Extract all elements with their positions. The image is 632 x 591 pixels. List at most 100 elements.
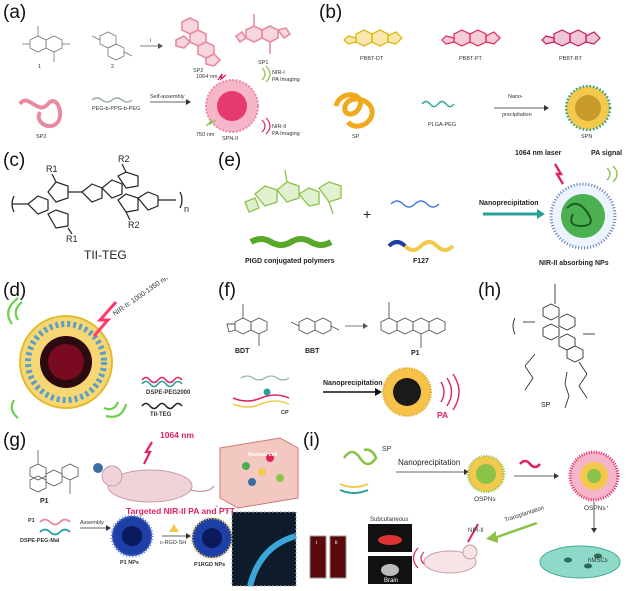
panel-label: (a) [3,2,27,23]
cp-chain-yellow [232,400,290,408]
label-1064nm: 1064 nm [160,430,195,440]
label-nanoprecipitation: Nanoprecipitation [479,200,539,207]
label-precipitation: precipitation [502,112,532,118]
label-pbbt-pt: PBBT-PT [459,56,482,62]
panel-c: (c) R1 R1 R2 R2 n TII-TEG [0,148,215,278]
panel-c-graphic [11,163,183,235]
label-assembly: Assembly [80,520,104,526]
amphiphile-chain [240,375,290,381]
panel-g: (g) 1064 nm P1 [0,428,300,591]
label-bbt: BBT [305,348,320,355]
sp-polymer-coil [333,92,375,129]
label-nir-ii-nps: NIR-II absorbing NPs [539,260,609,267]
label-i: i [150,38,152,44]
label-peg: PEG-b-PPG-b-PEG [92,106,141,112]
label-r2-top: R2 [118,154,130,164]
label-sp2-coil: SP2 [36,134,47,140]
pa-wave [440,373,460,411]
pbbt-pt-structure [441,29,501,47]
plga-peg-chain [421,100,455,108]
tii-teg-structure [11,163,183,235]
panel-d: (d) NIR-II: 1000-1350 nm DSPE-PEG2000 TI… [0,278,215,428]
panel-label: (d) [3,280,27,301]
laser-bolt [553,163,565,185]
panel-b: (b) PBBT-DT PBBT-PT PBBT-BT SP PLGA-PEG [316,0,632,148]
label-ospns: OSPNs [474,496,496,503]
label-pa1: PA Imaging [272,77,300,83]
label-tii-teg: TII-TEG [150,412,172,418]
polymer-chain-teal [339,489,369,494]
label-750nm: 750 nm [196,132,215,138]
panel-label: (e) [218,150,242,171]
label-1: 1 [38,64,42,70]
sp1-structure [234,14,292,54]
crgd-triangle-icon [169,524,179,532]
excitation-bolt-1064 [217,73,227,81]
cell-inset-frame [231,511,297,587]
label-cp: CP [281,410,289,416]
panel-h: (h) SP [475,278,632,428]
dspe-peg-mal-wave [39,528,71,536]
label-crgd: c-RGD-SH [160,540,187,546]
label-1064nm: 1064 nm [196,74,218,80]
label-f127: F127 [413,258,429,265]
nir-ii-laser [467,523,479,543]
label-vial-i: i [316,540,318,546]
label-plga-peg: PLGA-PEG [428,122,457,128]
sp2-polymer-coil [18,98,63,129]
label-ospns-plus: OSPNs⁺ [584,505,610,512]
sp2-structure [175,17,222,67]
panel-label: (h) [478,280,502,301]
label-brain: Brain [384,578,399,584]
f127-chain [390,200,440,208]
label-sp: SP [352,134,360,140]
label-self-assembly: Self-assembly [150,94,185,100]
label-p1: P1 [40,498,49,505]
label-laser: 1064 nm laser [515,150,562,157]
panel-a-graphic [18,14,292,135]
dspe-peg-legend-wave [141,376,183,384]
monomer-1-structure [22,26,70,62]
panel-f: (f) BDT BBT P1 Na [215,278,475,428]
peg-ppg-peg-chain [91,97,133,103]
label-subcutaneous: Subcutaneous [370,517,409,523]
pa-wave-bottom-right [103,401,128,418]
label-sp: SP [541,402,551,409]
pbbt-bt-structure [541,29,601,47]
monomer-2-structure [91,31,133,61]
nir-bolt [92,301,118,337]
panel-e: (e) 1064 nm laser PA signal + Nanoprecip… [215,148,632,278]
ligand-chain [519,459,541,469]
panel-g-graphic [29,437,299,587]
label-nano: Nano- [508,94,523,100]
pigd-structure [244,169,342,215]
label-n: n [184,204,190,214]
pa-wave-bottom-left [10,399,19,419]
sp-structure [512,284,595,409]
label-targeted: Targeted NIR-II PA and PTT [126,506,235,516]
nanoparticle-corona [25,321,107,403]
tii-teg-legend-wave [141,402,183,410]
label-normal-cell: Normal cell [248,452,278,458]
label-nir1: NIR-I [272,70,285,76]
panel-h-graphic [512,284,595,409]
probe-icon [93,463,103,473]
panel-e-graphic [244,163,618,252]
vial-ii [329,535,347,579]
label-bdt: BDT [235,348,250,355]
mouse-illustration [423,550,477,574]
label-pigd: PIGD conjugated polymers [245,258,335,265]
pa-wave-top-left [7,297,23,325]
label-pa2: PA Imaging [272,131,300,137]
vial-i [309,535,327,579]
panel-label: (f) [218,280,236,301]
label-sp: SP [382,446,392,453]
label-r2-bottom: R2 [128,220,140,230]
label-dspe-peg-mal: DSPE-PEG-Mal [20,538,60,544]
panel-i: (i) SP Nanoprecipitation OSP [300,428,632,591]
cp-chain-red [232,394,290,402]
label-p1-nps: P1 NPs [120,560,139,566]
bbt-structure [290,317,340,335]
mouse-illustration [107,469,193,503]
pa-wave-nir2 [261,117,271,135]
